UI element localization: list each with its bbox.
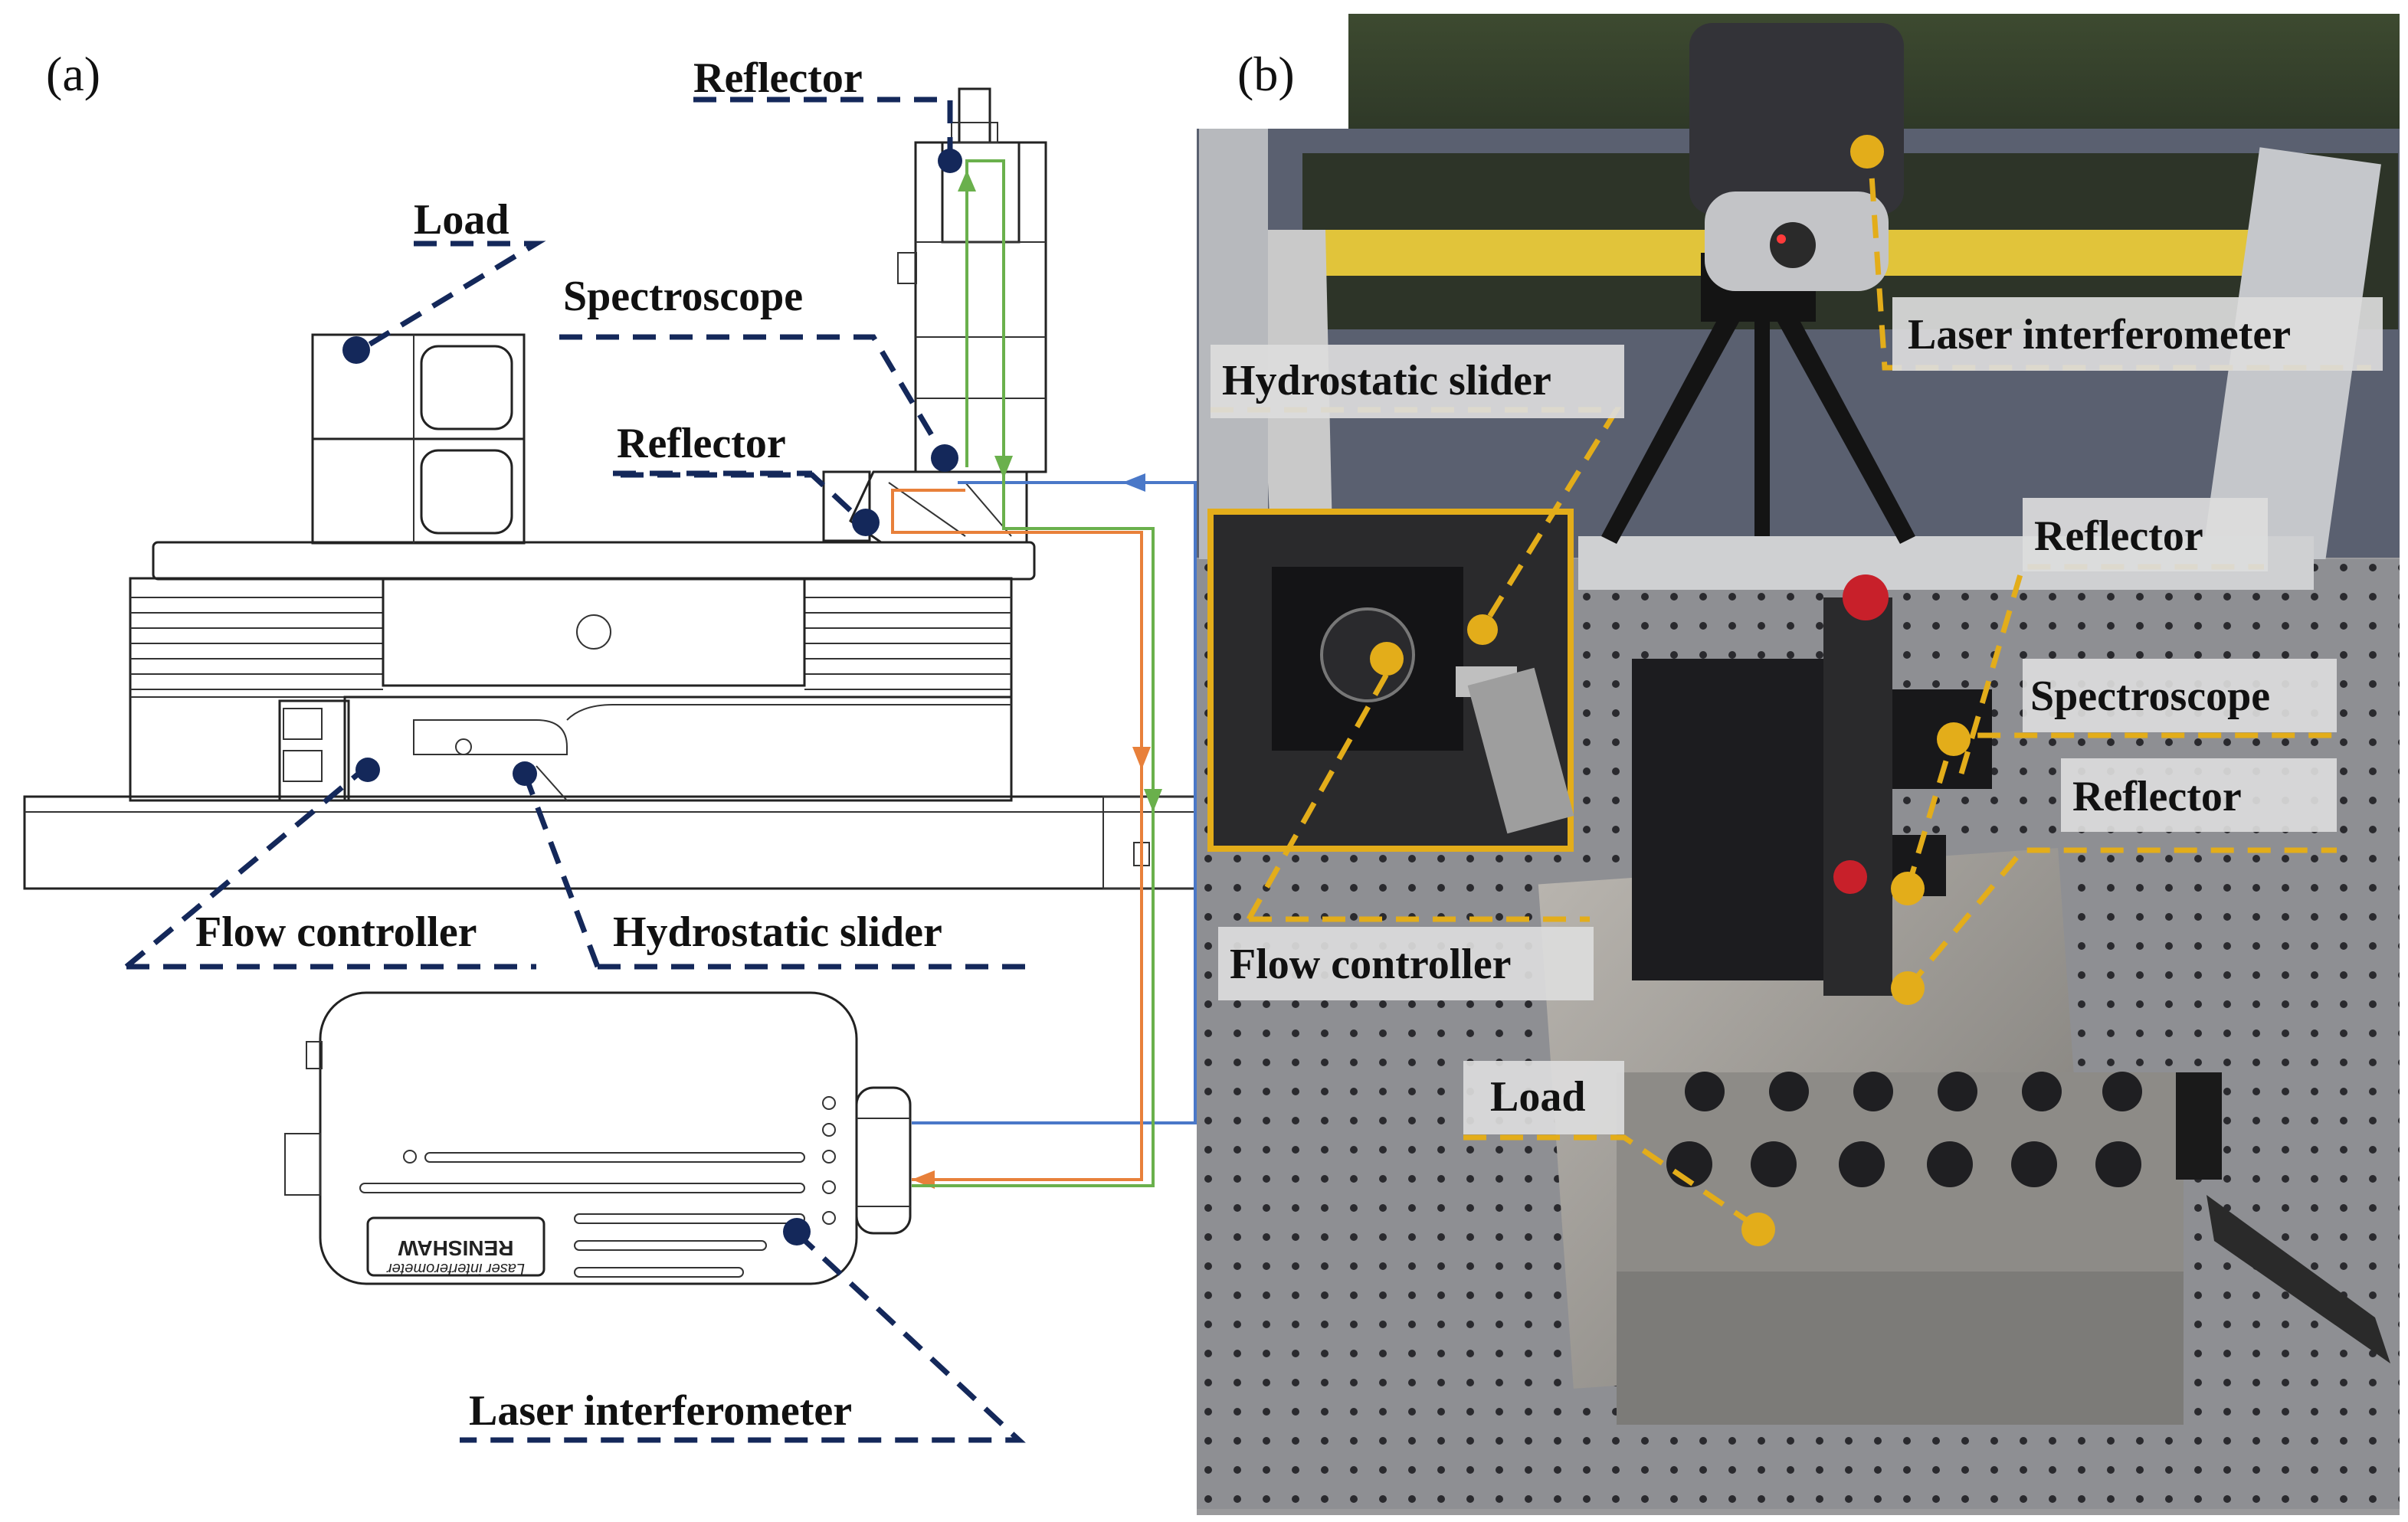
table-plate xyxy=(152,541,1036,581)
base-block xyxy=(23,795,1198,890)
label-flow-controller-a: Flow controller xyxy=(195,908,477,956)
label-spectroscope-a: Spectroscope xyxy=(563,273,803,320)
panel-a-tag: (a) xyxy=(46,47,100,101)
leader-dots-b xyxy=(1370,135,1971,1246)
label-load-a: Load xyxy=(414,196,509,244)
beam-orange xyxy=(891,489,1143,1181)
label-plates-b xyxy=(1211,297,2383,1134)
label-reflector-mid-a: Reflector xyxy=(617,420,786,467)
label-flow-controller-b: Flow controller xyxy=(1230,941,1512,988)
slider-body xyxy=(129,577,1013,802)
optics-stage xyxy=(822,87,1047,544)
beam-green xyxy=(912,159,1155,1187)
label-load-b: Load xyxy=(1490,1073,1586,1121)
load-blocks xyxy=(311,333,526,545)
label-spectroscope-b: Spectroscope xyxy=(2030,673,2270,720)
panel-b-tag: (b) xyxy=(1237,47,1295,101)
label-reflector-top-b: Reflector xyxy=(2034,512,2203,560)
beam-orange-arrow xyxy=(1132,747,1151,770)
label-hydrostatic-slider-b: Hydrostatic slider xyxy=(1222,357,1551,404)
label-hydrostatic-slider-a: Hydrostatic slider xyxy=(613,908,942,956)
label-laser-interferometer-b: Laser interferometer xyxy=(1908,311,2291,358)
label-reflector-top-a: Reflector xyxy=(693,54,863,102)
label-reflector-low-b: Reflector xyxy=(2072,773,2242,820)
device-model-text: Laser interferometer xyxy=(386,1260,525,1277)
beam-blue-arrow xyxy=(1122,473,1145,492)
beam-blue xyxy=(912,481,1197,1124)
laser-interferometer-drawing: RENISHAW Laser interferometer xyxy=(284,991,912,1285)
panel-b: (b) xyxy=(1197,14,2400,1515)
panel-a: (a) xyxy=(23,47,1198,1443)
device-brand-text: RENISHAW xyxy=(398,1236,513,1260)
beam-paths xyxy=(891,159,1197,1189)
beam-green-arrow xyxy=(1144,789,1162,812)
label-laser-interferometer-a: Laser interferometer xyxy=(469,1387,852,1435)
underlines-a xyxy=(126,241,1027,970)
leader-dots-a xyxy=(342,149,962,1245)
